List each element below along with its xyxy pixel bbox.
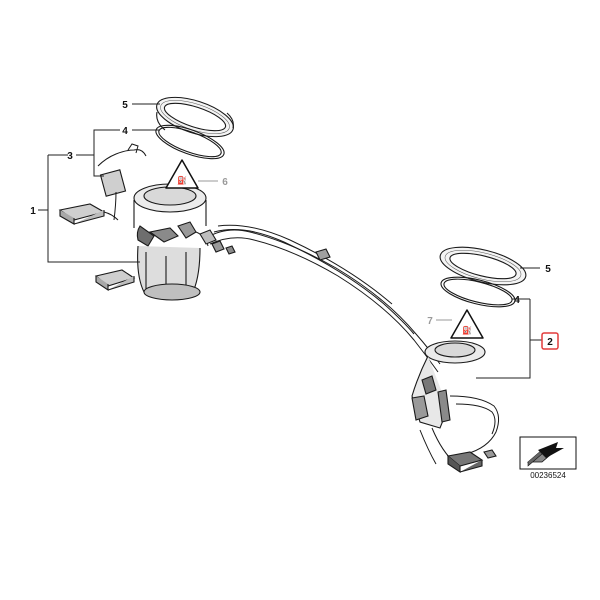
fuel-pump-body-left [133,183,209,301]
fuel-lines [199,224,441,373]
callout-2: 2 [547,337,553,348]
lock-ring-left [156,96,234,138]
orientation-arrow-icon [519,436,577,470]
fuel-pump-body-right [411,340,500,465]
filter-pad-right [446,449,497,474]
callout-6: 6 [222,177,228,188]
filter-pad-lower [94,269,136,292]
o-ring-right [440,276,516,308]
callout-3: 3 [67,151,73,162]
svg-text:⛽: ⛽ [462,325,472,335]
filter-pad-upper [58,203,119,225]
warning-triangle-icon: ⛽ [450,309,484,339]
callout-1: 1 [30,206,36,217]
callout-leaders [38,103,544,379]
callout-4-left: 4 [122,126,128,137]
reference-number: 00236524 [530,471,566,480]
svg-text:⛽: ⛽ [177,175,187,185]
callout-2-highlight[interactable]: 2 [541,332,559,350]
callout-5-right: 5 [545,264,551,275]
warning-triangle-icon: ⛽ [165,159,199,189]
callout-7: 7 [427,316,433,327]
lock-ring-right [439,246,527,286]
callout-5-left: 5 [122,100,128,111]
callout-4-right: 4 [514,295,520,306]
level-sensor [97,143,147,221]
